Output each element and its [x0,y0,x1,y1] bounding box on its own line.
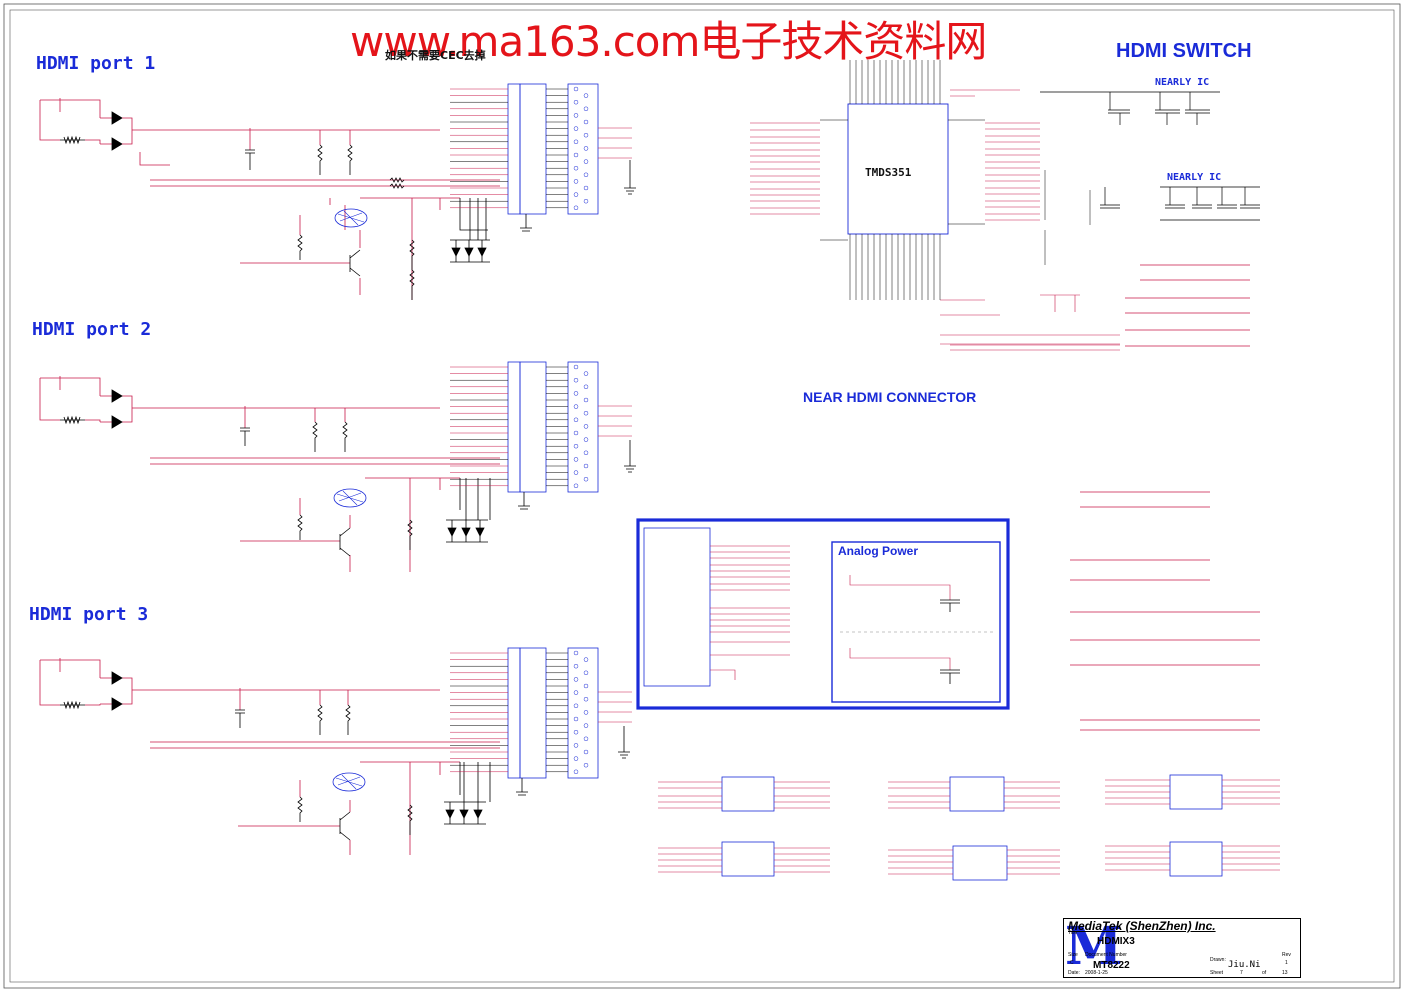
label-date: Date: [1068,970,1080,976]
connector-pin [573,113,579,118]
connector-pin [583,198,589,204]
nearly-ic-label-2: NEARLY IC [1167,172,1222,183]
connector-pin [573,716,579,722]
port2-title: HDMI port 2 [32,319,152,340]
connector-pin [583,172,589,178]
analog-power-title: Analog Power [838,544,919,558]
port1-title: HDMI port 1 [36,53,156,74]
connector-pin [573,391,579,396]
label-drawn: Drawn: [1210,957,1226,963]
connector-pin [583,463,589,469]
connector-pin [573,650,579,656]
connector-pin [573,703,579,709]
connector-pin [583,736,589,742]
connector-pin [573,483,579,489]
connector-pin [573,443,579,449]
label-of: of [1262,970,1267,976]
connector-pin [573,377,579,383]
connector-pin [573,457,579,462]
connector-pin [583,657,589,662]
connector-pin [583,397,589,403]
label-sheet: Sheet [1210,970,1224,976]
connector-pin [573,205,579,211]
drawn-by: Jiu.Ni [1228,960,1261,970]
connector-pin [583,132,589,138]
connector-pin [583,696,589,702]
connector-pin [573,126,579,131]
hdmi-switch-title: HDMI SWITCH [1116,40,1252,62]
cec-note: 如果不需要CEC去掉 [385,49,486,62]
near-connector-title: NEAR HDMI CONNECTOR [803,389,977,405]
connector-pin [573,152,579,158]
connector-pin [583,670,589,676]
connector-pin [573,192,579,197]
connector-pin [573,364,579,370]
connector-pin [573,430,579,436]
connector-pin [573,677,579,682]
connector-pin [583,450,589,456]
um1-7-chip [643,527,711,687]
connector-pin [573,404,579,409]
connector-pin [573,179,579,184]
connector-pin [583,683,589,689]
port1-connector-p16 [567,83,599,215]
nearly-ic-label-1: NEARLY IC [1155,77,1210,88]
label-doc: Document Number [1085,952,1127,958]
port1-connector-p13 [507,83,547,215]
port1-circuit [39,98,500,300]
connector-pin [573,99,579,105]
connector-pin [583,762,589,768]
connector-pin [573,743,579,748]
connector-pin [583,185,589,191]
connector-pin [573,139,579,145]
connector-pin [573,417,579,423]
connector-pin [583,146,589,151]
sheet-title: HDMIX3 [1097,936,1135,947]
port3-title: HDMI port 3 [29,604,149,625]
label-size: Size [1068,952,1078,958]
connector-pin [573,470,579,475]
label-title: Title [1068,930,1078,936]
watermark-url: www.ma163.com电子技术资料网 [350,17,987,66]
connector-pin [583,119,589,125]
tmds351-label: TMDS351 [865,166,912,179]
connector-pin [573,663,579,669]
connector-pin [583,410,589,416]
connector-pin [573,729,579,735]
title-block [1063,918,1301,978]
document-number: MT8222 [1093,960,1130,971]
connector-pin [583,371,589,376]
connector-pin [583,424,589,429]
of-value: 13 [1282,970,1288,976]
size-value: C [1070,960,1074,966]
connector-pin [583,159,589,164]
connector-pin [573,86,579,92]
connector-pin [583,749,589,755]
connector-pin [583,384,589,390]
sheet-value: 7 [1240,970,1243,976]
connector-pin [583,437,589,442]
connector-pin [583,723,589,728]
um1-7-box [636,518,1010,710]
connector-pin [583,710,589,715]
connector-pin [583,476,589,482]
connector-pin [573,769,579,775]
rev-value: 1 [1285,960,1288,966]
connector-pin [583,106,589,112]
connector-pin [573,690,579,695]
company-name: MediaTek (ShenZhen) Inc. [1068,919,1216,933]
connector-pin [573,165,579,171]
connector-pin [573,756,579,761]
date-value: 2008-1-25 [1085,970,1108,976]
connector-pin [583,93,589,98]
analog-power-box [831,541,1001,703]
label-rev: Rev [1282,952,1291,958]
